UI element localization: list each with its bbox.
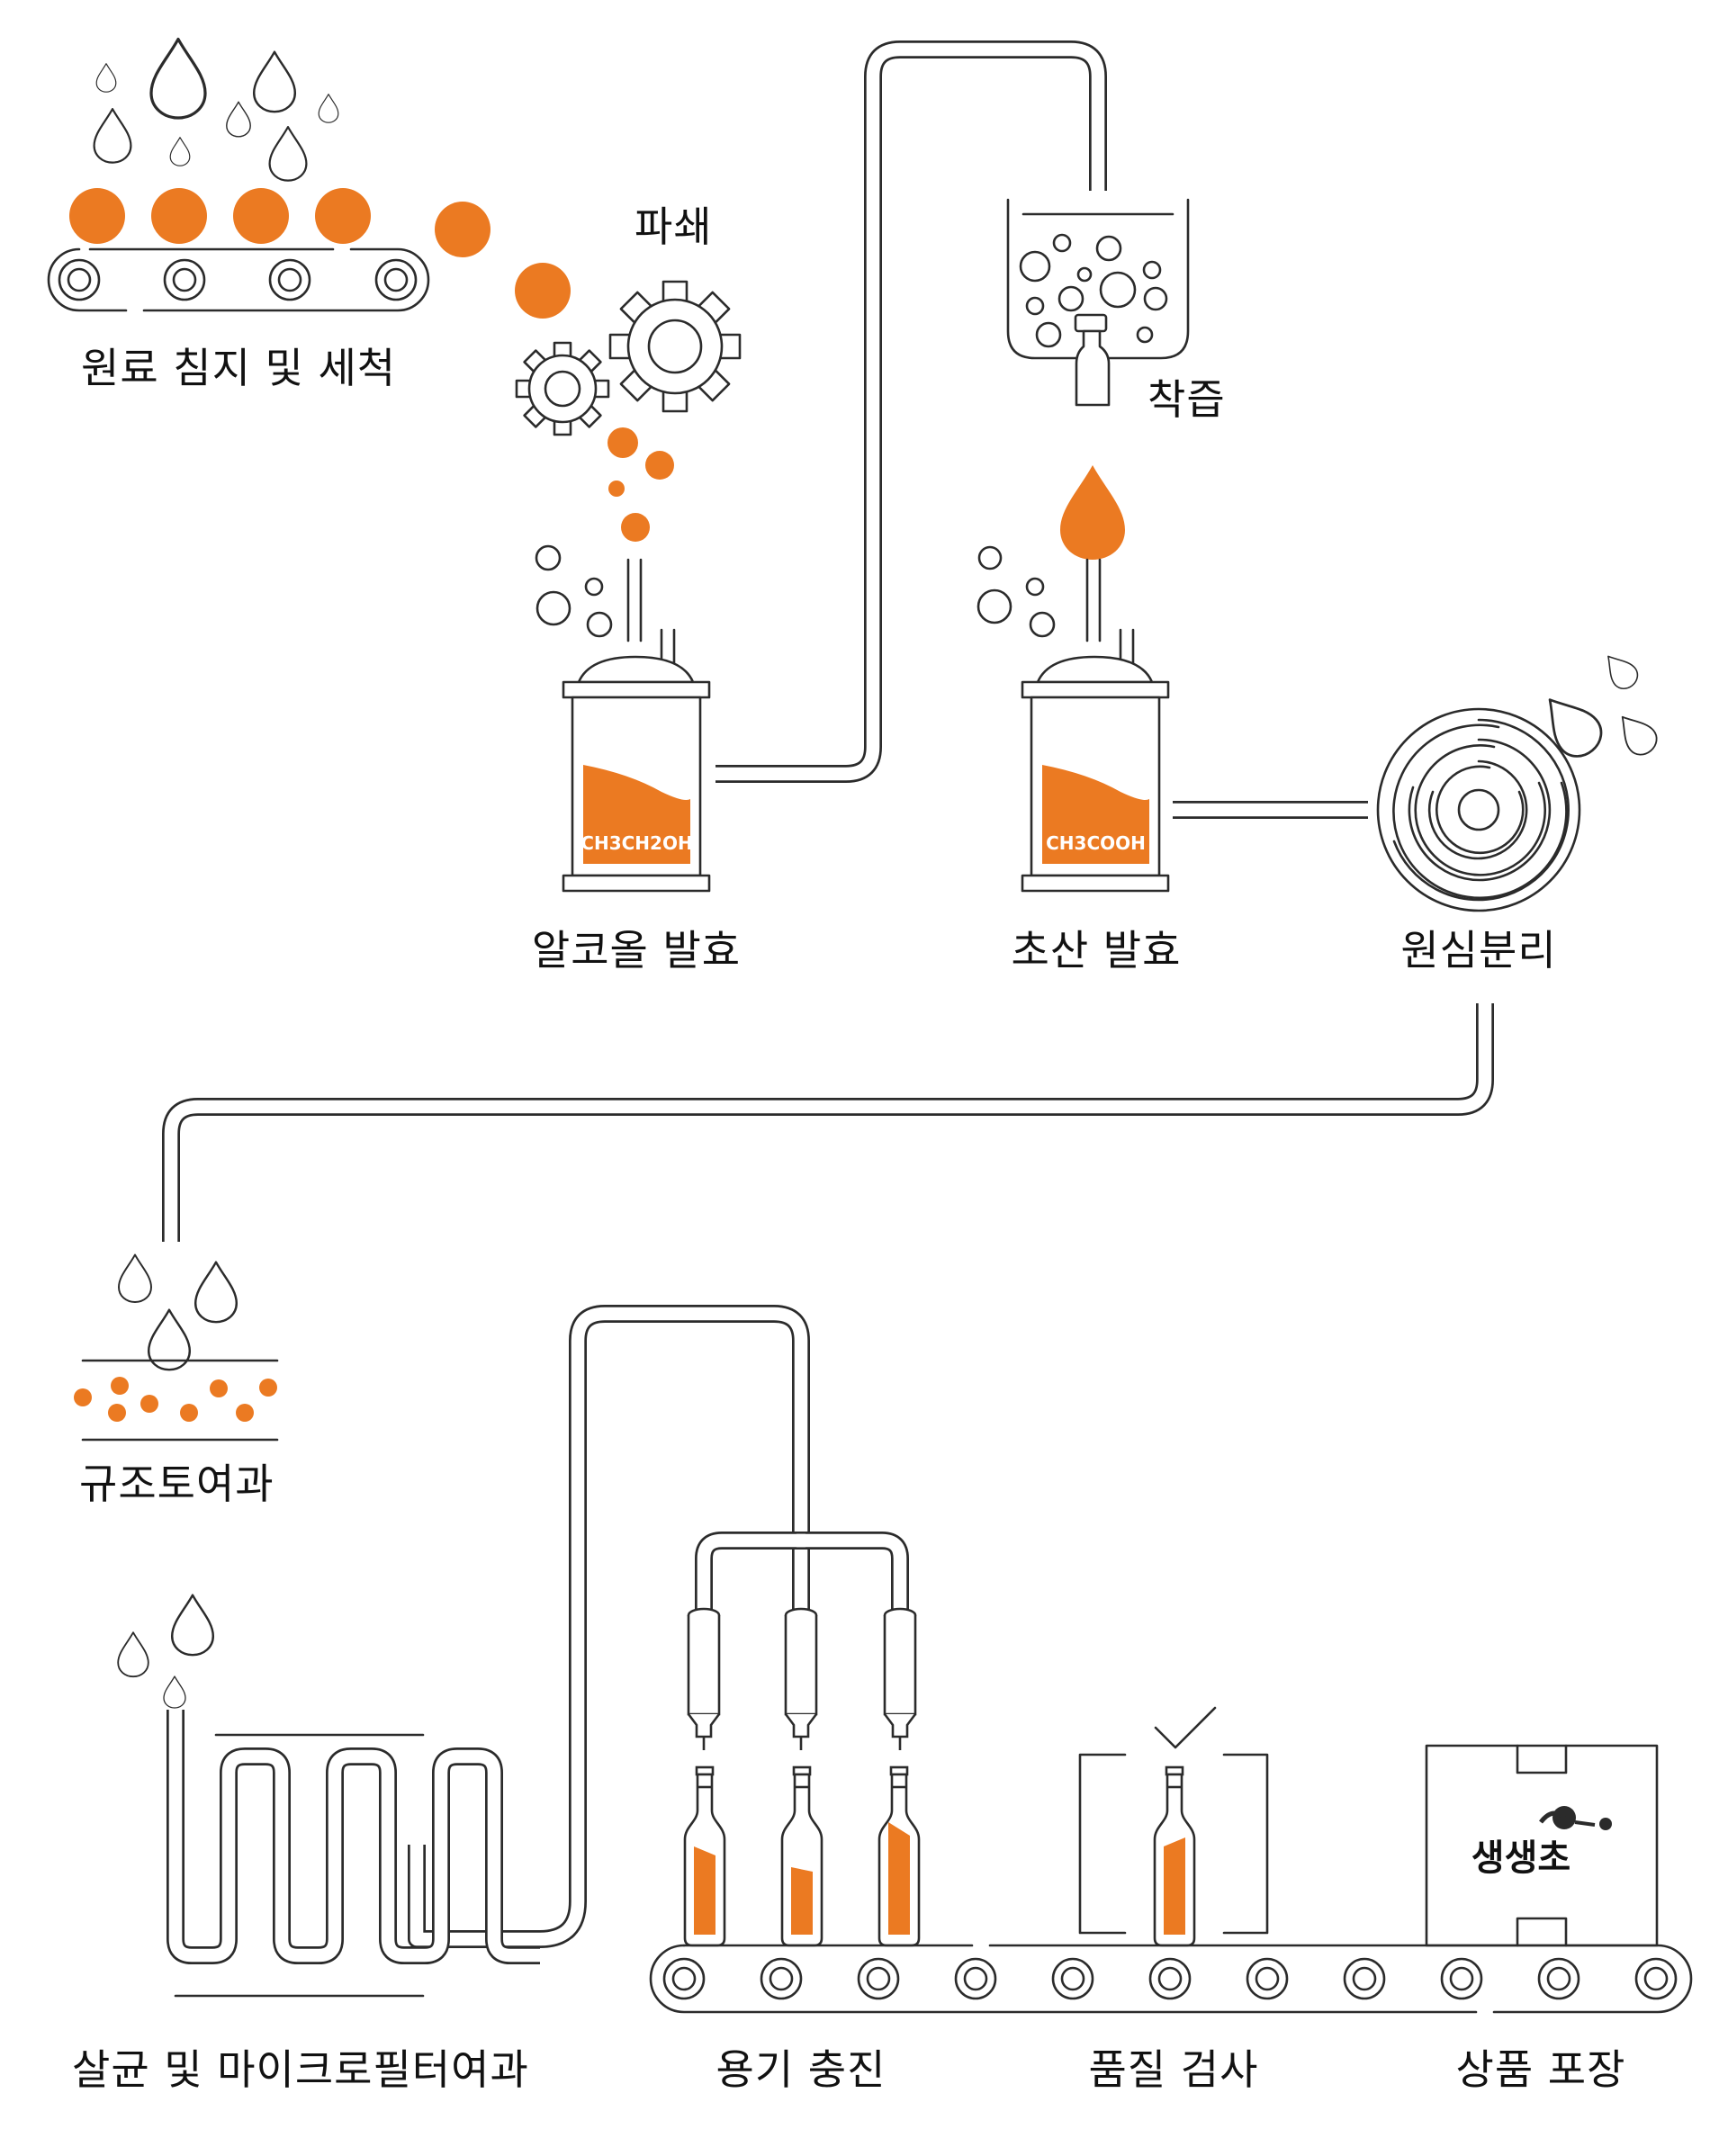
step-label-crush: 파쇄 — [634, 202, 713, 251]
bubble-icon — [535, 544, 613, 638]
step-label-alcohol: 알코올 발효 — [532, 926, 741, 975]
tank-formula-alcohol: CH3CH2OH — [580, 832, 692, 854]
diatom-filter-group: 규조토여과 — [74, 1253, 279, 1508]
juicer-tank-icon — [1006, 198, 1190, 407]
step-label-acetic: 초산 발효 — [1012, 926, 1182, 975]
bottle-icon — [683, 1765, 921, 1947]
coil-pipe-icon — [166, 1710, 540, 1998]
inspection-group: 품질 검사 — [1078, 1706, 1269, 2094]
pipe-coil-to-filler — [408, 1305, 810, 1948]
filter-layer-icon — [74, 1359, 279, 1442]
filler-nozzle-icon — [687, 1607, 917, 1752]
tank-formula-acetic: CH3COOH — [1046, 832, 1146, 854]
brand-logo-text: 생생초 — [1472, 1837, 1570, 1879]
step-label-pack: 상품 포장 — [1456, 2045, 1626, 2094]
soak-wash-group: 원료 침지 및 세척 — [47, 37, 571, 392]
water-drop-icon — [1531, 647, 1663, 767]
pipe-filler-manifold — [695, 1532, 909, 1615]
centrifuge-icon — [1376, 707, 1581, 912]
step-label-sterilize: 살균 및 마이크로필터여과 — [72, 2045, 529, 2094]
juicer-group: 착즙 — [1006, 198, 1226, 424]
vinegar-drop-icon — [1060, 465, 1125, 560]
pipe-centrifuge-to-filter — [162, 1003, 1494, 1242]
pipe-alcohol-to-juicer — [716, 40, 1107, 783]
crush-group: 파쇄 — [515, 202, 742, 542]
step-label-juice: 착즙 — [1148, 375, 1226, 424]
step-label-diatom: 규조토여과 — [79, 1460, 274, 1508]
check-icon — [1154, 1706, 1217, 1749]
sterilize-group: 살균 및 마이크로필터여과 — [72, 1594, 529, 2094]
orange-fruit-icon — [69, 188, 571, 319]
water-drop-icon — [93, 37, 339, 182]
step-label-centrifuge: 원심분리 — [1400, 926, 1556, 975]
fermentation-tank-icon: CH3COOH — [1021, 655, 1170, 893]
water-drop-icon — [118, 1253, 238, 1371]
conveyor-belt-icon — [47, 247, 430, 312]
water-drop-icon — [117, 1594, 215, 1709]
filling-group: 용기 충진 — [683, 1607, 921, 2094]
conveyor-belt-icon — [649, 1944, 1693, 2014]
bottle-icon — [1153, 1765, 1196, 1947]
acetic-fermentation-group: CH3COOH 초산 발효 — [976, 465, 1182, 975]
brand-mark-icon — [1539, 1806, 1612, 1830]
fermentation-tank-icon: CH3CH2OH — [562, 655, 711, 893]
alcohol-fermentation-group: CH3CH2OH 알코올 발효 — [532, 544, 741, 975]
step-label-soak: 원료 침지 및 세척 — [81, 344, 396, 392]
box-icon: 생생초 — [1425, 1744, 1659, 1947]
packaging-group: 생생초 상품 포장 — [1425, 1744, 1659, 2094]
bubble-icon — [976, 545, 1056, 638]
step-label-inspect: 품질 검사 — [1089, 2045, 1259, 2094]
step-label-fill: 용기 충진 — [716, 2045, 886, 2094]
juice-particle-icon — [608, 427, 674, 542]
centrifuge-group: 원심분리 — [1376, 647, 1663, 975]
gear-icon — [515, 280, 742, 436]
